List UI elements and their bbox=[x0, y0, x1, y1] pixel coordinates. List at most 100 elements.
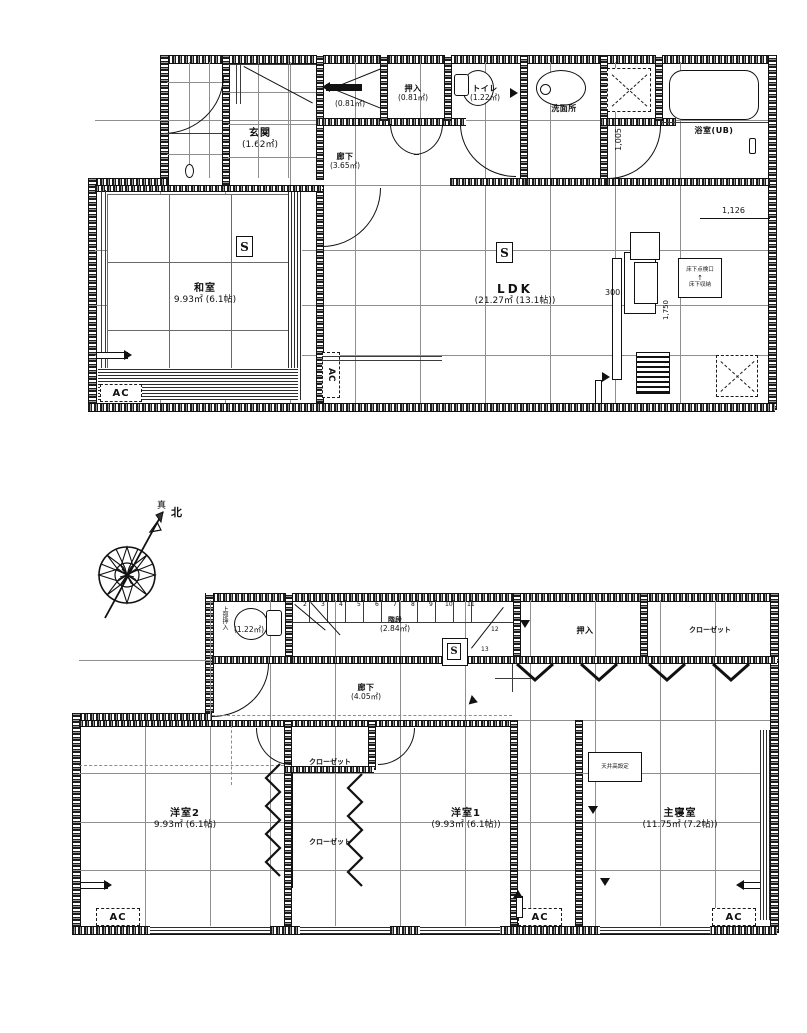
note-yukashita-tenkenguchi: 床下点検口 bbox=[686, 266, 714, 273]
floor-2-plan: 上部押入 (1.22㎡) 2 3 4 5 6 7 bbox=[0, 560, 807, 980]
label-toilet-2f: (1.22㎡) bbox=[206, 625, 292, 634]
wall2-exterior-upper-left bbox=[205, 593, 214, 713]
room-youshitsu-2 bbox=[79, 725, 284, 926]
room-yokushitsu bbox=[661, 62, 768, 178]
room-name-shushinshitsu: 主寝室 bbox=[663, 808, 697, 819]
ac-marker-ldk-left: AC bbox=[322, 352, 340, 398]
note-yukashita-shuunou: 床下収納 bbox=[688, 282, 711, 289]
window-band-2 bbox=[300, 926, 390, 934]
room-name-yokushitsu: 浴室(UB) bbox=[694, 126, 734, 135]
wall2-bedroom-top bbox=[79, 720, 512, 727]
label-closet-2f-right: クローゼット bbox=[655, 626, 765, 635]
window-band-3 bbox=[420, 926, 500, 934]
compass-rose: 北 真 bbox=[85, 470, 215, 630]
room-name-youshitsu-1: 洋室1 bbox=[451, 808, 481, 819]
toilet2-bowl-icon bbox=[234, 608, 268, 640]
label-youshitsu-1: 洋室1 (9.93㎡ (6.1帖)) bbox=[388, 808, 544, 831]
room-area-toilet-1f: (1.22㎡) bbox=[469, 93, 501, 102]
window-band-1 bbox=[150, 926, 270, 934]
room-area-shushinshitsu: (11.75㎡ (7.2帖)) bbox=[642, 819, 718, 830]
room-name-kaidan: 階段 bbox=[388, 616, 402, 624]
label-oshiire-2f: 押入 bbox=[540, 626, 630, 636]
dimension-1126: 1,126 bbox=[722, 206, 745, 215]
room-area-toilet-2f: (1.22㎡) bbox=[233, 625, 265, 634]
kitchen-stove-icon bbox=[636, 352, 670, 394]
rouka-door-swing bbox=[322, 188, 381, 247]
room-area-oshiire-1f: (0.81㎡) bbox=[397, 93, 429, 102]
sink-drain-icon bbox=[540, 84, 551, 95]
closet-folding-doors bbox=[513, 662, 777, 684]
room-name-ldk: LDK bbox=[497, 282, 533, 296]
genkan-post bbox=[185, 164, 194, 178]
room-area-kaidan: (2.84㎡) bbox=[379, 623, 411, 633]
wall-shoe-right bbox=[380, 55, 388, 121]
wall2-oshiire-left bbox=[513, 593, 521, 663]
wall-bath-bottom bbox=[606, 178, 770, 186]
label-oshiire-1f: 押入 (0.81㎡) bbox=[378, 84, 448, 102]
toilet-tank-icon bbox=[454, 74, 469, 96]
label-washitsu: 和室 9.93㎡ (6.1帖) bbox=[135, 283, 275, 306]
wall-toilet1-right bbox=[520, 55, 528, 183]
closet-accordion-doors bbox=[288, 770, 372, 890]
floor-1-plan: 玄関 (1.62㎡) (0.81㎡) 押入 (0.81㎡) bbox=[0, 0, 807, 440]
closet-left-accordion bbox=[230, 760, 290, 890]
room-name-youshitsu-2: 洋室2 bbox=[170, 808, 200, 819]
room-area-washitsu: 9.93㎡ (6.1帖) bbox=[173, 294, 237, 305]
washitsu-sliding-doors bbox=[288, 192, 302, 400]
label-rouka-1f: 廊下 (3.65㎡) bbox=[300, 152, 390, 170]
wall-washitsu-top bbox=[95, 185, 322, 192]
kitchen-sink-basin bbox=[634, 262, 658, 304]
floor-inspection-hatch-1f bbox=[716, 355, 758, 397]
wall-exterior-left bbox=[88, 178, 97, 410]
smoke-alarm-washitsu: S bbox=[236, 236, 253, 257]
wall2-toilet-right bbox=[285, 593, 293, 659]
wall2-bedroom1-right bbox=[510, 720, 518, 926]
toilet-door-swing bbox=[460, 124, 516, 177]
wall-oshiire1-right bbox=[444, 55, 452, 121]
wall-exterior-bottom bbox=[88, 403, 775, 412]
room-name-toilet-1f: トイレ bbox=[472, 84, 498, 93]
note-joubu-oshiire: 上部押入 bbox=[221, 606, 228, 630]
label-shushinshitsu: 主寝室 (11.75㎡ (7.2帖)) bbox=[600, 808, 760, 831]
smoke-alarm-ldk: S bbox=[496, 242, 513, 263]
room-area-youshitsu-1: (9.93㎡ (6.1帖)) bbox=[431, 819, 501, 830]
attic-access-hatch-1f bbox=[607, 68, 651, 112]
room-area-genkan: (1.62㎡) bbox=[241, 139, 279, 150]
toilet2-tank-icon bbox=[266, 610, 282, 636]
room-shoe-storage bbox=[322, 62, 381, 118]
room-area-ldk: (21.27㎡ (13.1帖)) bbox=[474, 296, 556, 306]
svg-text:真: 真 bbox=[157, 499, 166, 511]
wall-genkan-right bbox=[316, 55, 324, 180]
wall-toilet1-bottom bbox=[450, 178, 526, 186]
label-ldk: LDK (21.27㎡ (13.1帖)) bbox=[420, 282, 610, 307]
label-rouka-2f: 廊下 (4.05㎡) bbox=[318, 683, 414, 701]
toilet2-door-swing bbox=[212, 664, 269, 717]
wall2-exterior-left bbox=[72, 713, 81, 933]
label-kaidan: 階段 (2.84㎡) bbox=[340, 616, 450, 633]
wall-washitsu-right bbox=[316, 185, 324, 403]
room-name-genkan: 玄関 bbox=[249, 128, 271, 139]
kitchen-upper-cabinet bbox=[630, 232, 660, 260]
wall2-toilet-bottom bbox=[212, 656, 291, 664]
wall2-stair-bottom bbox=[291, 656, 513, 664]
room-area-youshitsu-2: 9.93㎡ (6.1帖) bbox=[153, 819, 217, 830]
washroom-door-swing bbox=[608, 126, 661, 179]
ac-marker-youshitsu2: AC bbox=[96, 908, 140, 926]
dimension-1750: 1,750 bbox=[662, 300, 670, 321]
label-senmenjo: 洗面所 bbox=[516, 104, 612, 114]
room-name-rouka-2f: 廊下 bbox=[357, 683, 375, 692]
note-tenjo-setting: 天井高設定 bbox=[588, 752, 642, 782]
label-yokushitsu: 浴室(UB) bbox=[660, 126, 768, 136]
wall-genkan-left bbox=[222, 55, 230, 185]
room-name-oshiire-2f: 押入 bbox=[576, 626, 594, 635]
genkan-hall-floor bbox=[228, 62, 316, 178]
dimension-300: 300 bbox=[605, 288, 621, 297]
oshiire-door-swing-right bbox=[414, 124, 443, 155]
room-name-rouka-1f: 廊下 bbox=[336, 152, 354, 161]
ac-marker-washitsu: AC bbox=[100, 384, 142, 402]
room-shushinshitsu bbox=[581, 725, 770, 926]
room-area-rouka-2f: (4.05㎡) bbox=[350, 692, 382, 701]
wall2-exterior-right bbox=[770, 593, 779, 933]
wall-bath-left bbox=[655, 55, 663, 121]
room-name-closet-2f-right: クローゼット bbox=[689, 626, 731, 634]
